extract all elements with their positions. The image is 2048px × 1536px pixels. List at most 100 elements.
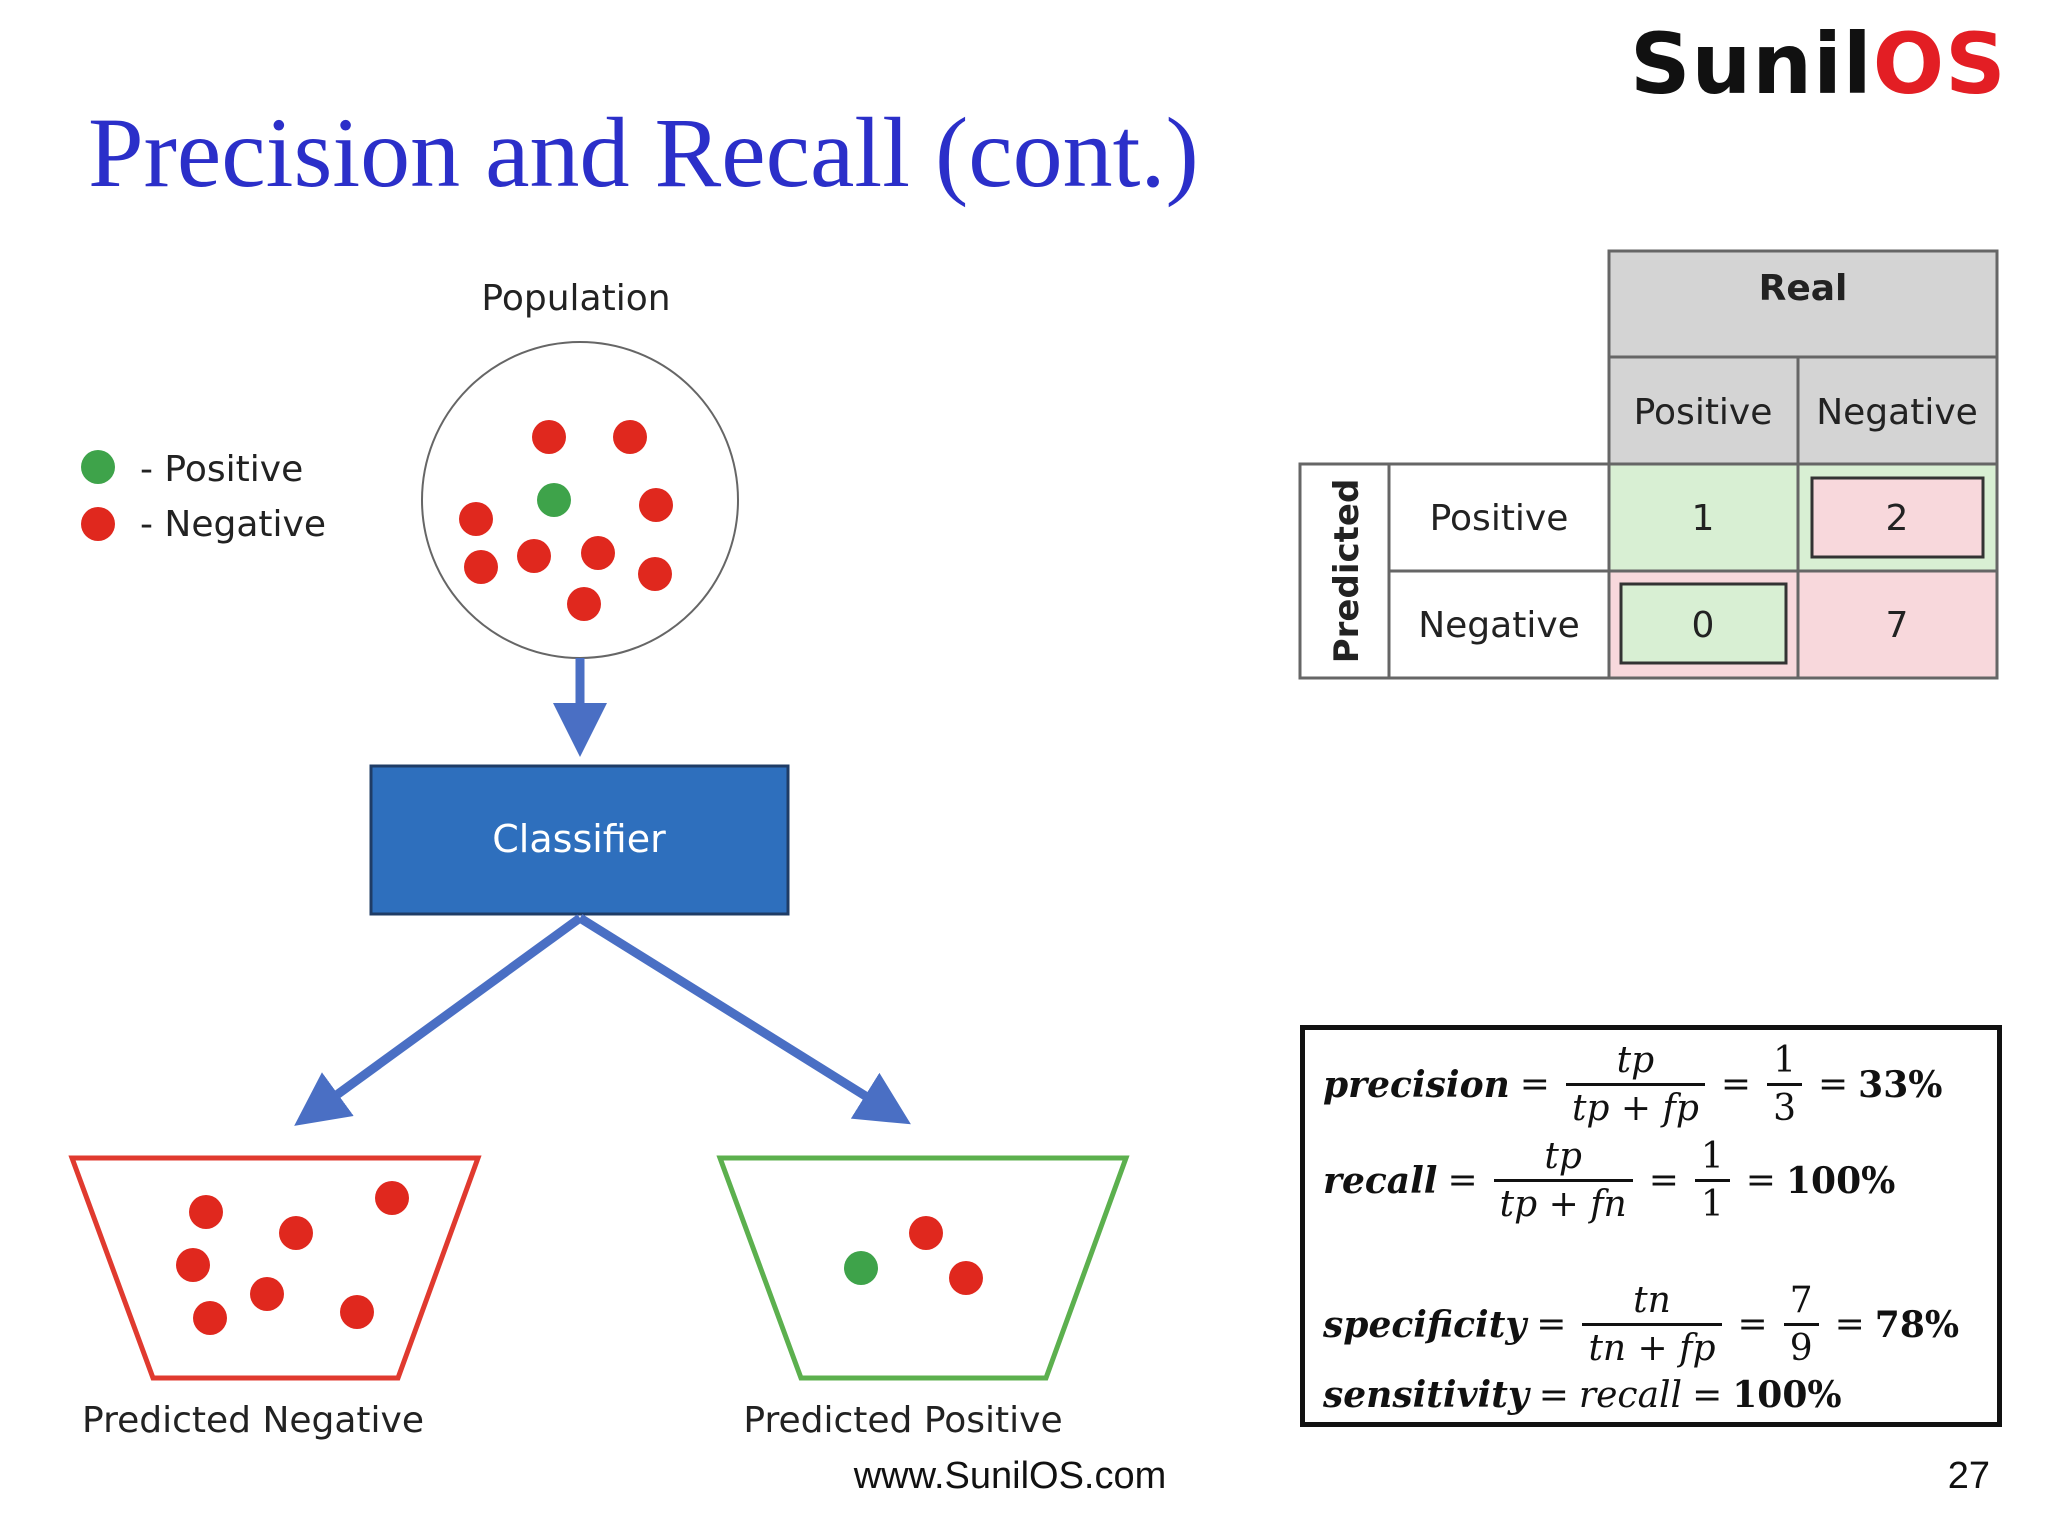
tp-value: 1 — [1692, 498, 1715, 539]
recall-value-denominator: 1 — [1694, 1179, 1730, 1225]
equals-sign: = — [1536, 1304, 1567, 1345]
sensitivity-result: 100% — [1732, 1374, 1842, 1416]
fp-highlight — [1810, 476, 1985, 559]
fn-value: 0 — [1692, 605, 1715, 646]
predicted-positive-bucket — [716, 1155, 1130, 1381]
negative-dot — [279, 1216, 313, 1250]
sunilos-logo: SunilOS — [1630, 22, 2007, 106]
precision-formula: precision = tp tp + fp = 1 3 = 33% — [1323, 1040, 1942, 1129]
equals-sign: = — [1692, 1374, 1723, 1416]
negative-dot — [459, 502, 493, 536]
legend-positive-label: - Positive — [140, 449, 303, 490]
row-positive-header: Positive — [1430, 498, 1569, 539]
sensitivity-formula: sensitivity = recall = 100% — [1323, 1374, 1842, 1416]
negative-dot — [532, 420, 566, 454]
tn-value: 7 — [1886, 605, 1909, 646]
negative-dot — [250, 1277, 284, 1311]
real-header: Real — [1759, 268, 1848, 309]
tn-cell — [1796, 569, 1999, 680]
negative-dot — [639, 488, 673, 522]
equals-sign: = — [1817, 1064, 1849, 1105]
row-negative-header: Negative — [1418, 605, 1580, 646]
col-negative-cell — [1796, 355, 1999, 466]
metrics-formula-box: precision = tp tp + fp = 1 3 = 33% recal… — [1300, 1025, 2002, 1427]
equals-sign: = — [1648, 1160, 1679, 1201]
equals-sign: = — [1745, 1160, 1776, 1201]
negative-dot — [176, 1248, 210, 1282]
predicted-header: Predicted — [1327, 479, 1367, 664]
confusion-matrix: Real Positive Negative Predicted Positiv… — [1298, 249, 1999, 680]
logo-part-sunil: Sunil — [1630, 15, 1873, 113]
legend-negative-dot — [81, 507, 115, 541]
specificity-denominator: tn + fp — [1582, 1323, 1722, 1369]
tp-cell — [1607, 462, 1800, 573]
specificity-result: 78% — [1874, 1303, 1960, 1346]
precision-value-denominator: 3 — [1767, 1083, 1802, 1129]
recall-denominator: tp + fn — [1493, 1179, 1633, 1225]
negative-dot — [464, 550, 498, 584]
arrow-to-predicted-positive — [577, 914, 911, 1125]
recall-formula: recall = tp tp + fn = 1 1 = 100% — [1323, 1136, 1895, 1225]
negative-dot — [189, 1195, 223, 1229]
equals-sign: = — [1538, 1374, 1569, 1416]
classifier-box — [369, 764, 790, 916]
population-label: Population — [481, 278, 670, 319]
specificity-formula: specificity = tn tn + fp = 7 9 = 78% — [1323, 1280, 1959, 1369]
precision-name: precision — [1323, 1063, 1510, 1106]
negative-dot — [517, 539, 551, 573]
equals-sign: = — [1447, 1160, 1478, 1201]
negative-dot — [375, 1181, 409, 1215]
precision-denominator: tp + fp — [1565, 1083, 1705, 1129]
precision-numerator: tp — [1616, 1040, 1655, 1081]
fn-highlight — [1619, 582, 1788, 665]
legend-negative-label: - Negative — [140, 504, 326, 545]
specificity-numerator: tn — [1633, 1280, 1671, 1321]
specificity-value-fraction: 7 9 — [1783, 1280, 1819, 1369]
negative-dot — [193, 1301, 227, 1335]
recall-name: recall — [1323, 1159, 1438, 1202]
row-positive-cell — [1387, 462, 1611, 573]
classifier-label: Classifier — [492, 817, 666, 861]
slide-title: Precision and Recall (cont.) — [88, 97, 1199, 208]
predicted-negative-bucket — [68, 1155, 482, 1381]
fp-value: 2 — [1886, 498, 1909, 539]
legend-positive-dot — [81, 450, 115, 484]
recall-value-fraction: 1 1 — [1694, 1136, 1730, 1225]
col-positive-header: Positive — [1634, 392, 1773, 433]
recall-result: 100% — [1785, 1159, 1896, 1202]
predicted-positive-dots — [844, 1216, 983, 1295]
precision-fraction: tp tp + fp — [1565, 1040, 1705, 1129]
real-header-cell — [1607, 249, 1999, 359]
specificity-name: specificity — [1323, 1303, 1527, 1346]
positive-dot — [537, 483, 571, 517]
predicted-positive-label: Predicted Positive — [743, 1400, 1062, 1441]
page-number: 27 — [1947, 1455, 1990, 1497]
recall-numerator: tp — [1544, 1136, 1582, 1177]
negative-dot — [909, 1216, 943, 1250]
negative-dot — [638, 557, 672, 591]
recall-fraction: tp tp + fn — [1493, 1136, 1633, 1225]
precision-value-numerator: 1 — [1773, 1040, 1796, 1081]
col-negative-header: Negative — [1816, 392, 1978, 433]
sensitivity-name: sensitivity — [1323, 1374, 1529, 1416]
sensitivity-equals-recall: recall — [1578, 1374, 1683, 1416]
precision-value-fraction: 1 3 — [1767, 1040, 1802, 1129]
specificity-fraction: tn tn + fp — [1582, 1280, 1722, 1369]
specificity-value-denominator: 9 — [1783, 1323, 1819, 1369]
equals-sign: = — [1519, 1064, 1550, 1105]
arrow-to-predicted-negative — [294, 914, 583, 1126]
negative-dot — [567, 587, 601, 621]
negative-dot — [340, 1295, 374, 1329]
negative-dot — [581, 536, 615, 570]
negative-dot — [613, 420, 647, 454]
predicted-negative-dots — [176, 1181, 409, 1335]
population-dots — [459, 420, 673, 621]
footer-url: www.SunilOS.com — [853, 1455, 1167, 1497]
equals-sign: = — [1834, 1304, 1865, 1345]
negative-dot — [949, 1261, 983, 1295]
positive-dot — [844, 1251, 878, 1285]
equals-sign: = — [1720, 1064, 1752, 1105]
equals-sign: = — [1737, 1304, 1768, 1345]
predicted-negative-label: Predicted Negative — [82, 1400, 424, 1441]
